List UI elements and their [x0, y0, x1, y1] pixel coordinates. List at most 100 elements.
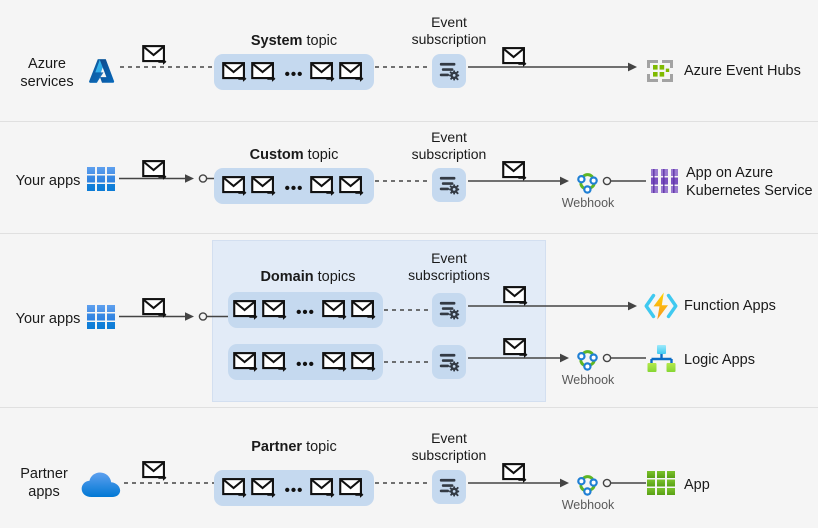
topic-box-system: ••• [214, 54, 374, 90]
apps-grid-blue-icon [85, 301, 117, 333]
topic-title-strong: Domain [260, 269, 314, 285]
envelope-arrow-icon [222, 477, 249, 500]
envelope-arrow-icon [222, 61, 249, 84]
handler-label-logic-apps: Logic Apps [684, 352, 755, 368]
envelope-arrow-icon [233, 299, 260, 322]
subscription-label: Event subscription [411, 430, 487, 463]
connector-subscription2-to-webhook [468, 353, 569, 363]
source-label-partner-apps: Partner apps [20, 466, 68, 500]
subscriptions-label: Event subscriptions [408, 250, 490, 283]
ellipsis: ••• [296, 303, 315, 321]
envelope-arrow-icon [322, 351, 349, 374]
topic-title-strong: Custom [249, 147, 304, 163]
envelope-arrow-icon [310, 477, 337, 500]
subscription-label: Event subscription [411, 14, 487, 47]
webhook-icon [571, 165, 603, 197]
source-label-your-apps: Your apps [15, 173, 81, 189]
envelope-arrow-icon [351, 299, 378, 322]
webhook-label: Webhook [561, 196, 615, 210]
row-system-topic: Azure services System topic ••• Event su… [0, 0, 818, 122]
azure-kubernetes-service-icon [648, 164, 682, 198]
envelope-arrow-icon [251, 175, 278, 198]
webhook-icon [571, 342, 603, 374]
topic-title-strong: Partner [251, 439, 303, 455]
webhook-label: Webhook [561, 373, 615, 387]
connector-topic-to-subscription [375, 180, 429, 182]
connector-source-to-topic [119, 312, 233, 321]
connector-topic2-to-subscription2 [384, 361, 431, 363]
ellipsis: ••• [284, 481, 304, 499]
subscription-label: Event subscription [411, 129, 487, 162]
event-subscription-tile[interactable] [432, 470, 466, 504]
row-domain-topics: Your apps Domain topics ••• [0, 234, 818, 408]
handler-label-function-apps: Function Apps [684, 298, 776, 314]
event-subscription-tile[interactable] [432, 54, 466, 88]
topic-box-partner: ••• [214, 470, 374, 506]
row-custom-topic: Your apps Custom topic ••• Event subscri… [0, 122, 818, 234]
envelope-arrow-icon [251, 477, 278, 500]
topic-title-custom: Custom topic [214, 147, 374, 163]
azure-event-hubs-icon [644, 55, 676, 87]
event-subscription-icon [437, 299, 461, 321]
topic-title-strong: System [250, 33, 303, 49]
envelope-arrow-icon [502, 46, 529, 69]
connector-subscription-to-webhook [468, 176, 569, 186]
connector-source-to-topic [119, 174, 219, 183]
connector-subscription-to-webhook [468, 478, 569, 488]
connector-webhook-to-handler [602, 478, 646, 488]
topic-title-system: System topic [214, 33, 374, 49]
topic-box-domain-1: ••• [228, 292, 383, 328]
ellipsis: ••• [296, 355, 315, 373]
envelope-arrow-icon [503, 337, 530, 360]
apps-grid-blue-icon [85, 163, 117, 195]
source-label-your-apps: Your apps [15, 311, 81, 327]
envelope-arrow-icon [351, 351, 378, 374]
event-subscription-icon [437, 476, 461, 498]
envelope-arrow-icon [142, 159, 169, 182]
azure-logo-icon [85, 55, 117, 87]
connector-topic1-to-subscription1 [384, 309, 431, 311]
topic-box-domain-2: ••• [228, 344, 383, 380]
event-subscription-tile[interactable] [432, 168, 466, 202]
envelope-arrow-icon [310, 175, 337, 198]
connector-topic-to-subscription [375, 66, 429, 68]
topic-title-partner: Partner topic [214, 439, 374, 455]
envelope-arrow-icon [339, 61, 366, 84]
connector-source-to-topic [120, 66, 216, 68]
envelope-arrow-icon [503, 285, 530, 308]
envelope-arrow-icon [262, 351, 289, 374]
event-subscription-tile-2[interactable] [432, 345, 466, 379]
envelope-arrow-icon [142, 297, 169, 320]
envelope-arrow-icon [502, 160, 529, 183]
connector-webhook-to-handler [602, 176, 646, 186]
azure-logic-apps-icon [645, 342, 677, 374]
connector-source-to-topic [124, 482, 216, 484]
envelope-arrow-icon [339, 175, 366, 198]
handler-label-app: App [684, 477, 710, 493]
topic-box-custom: ••• [214, 168, 374, 204]
connector-topic-to-subscription [375, 482, 429, 484]
envelope-arrow-icon [322, 299, 349, 322]
envelope-arrow-icon [310, 61, 337, 84]
topic-title-domain: Domain topics [228, 269, 388, 285]
app-grid-green-icon [645, 467, 677, 499]
event-subscription-tile-1[interactable] [432, 293, 466, 327]
event-subscription-icon [437, 174, 461, 196]
envelope-arrow-icon [262, 299, 289, 322]
topic-title-rest: topic [303, 147, 339, 163]
source-label-azure-services: Azure services [20, 56, 74, 90]
envelope-arrow-icon [502, 462, 529, 485]
event-subscription-icon [437, 60, 461, 82]
azure-functions-icon [644, 290, 678, 322]
envelope-arrow-icon [233, 351, 260, 374]
ellipsis: ••• [284, 65, 304, 83]
envelope-arrow-icon [339, 477, 366, 500]
webhook-icon [571, 467, 603, 499]
envelope-arrow-icon [222, 175, 249, 198]
envelope-arrow-icon [142, 44, 169, 67]
connector-subscription-to-handler [468, 62, 637, 72]
connector-subscription1-to-function-apps [468, 301, 637, 311]
cloud-icon [80, 470, 124, 501]
ellipsis: ••• [284, 179, 304, 197]
